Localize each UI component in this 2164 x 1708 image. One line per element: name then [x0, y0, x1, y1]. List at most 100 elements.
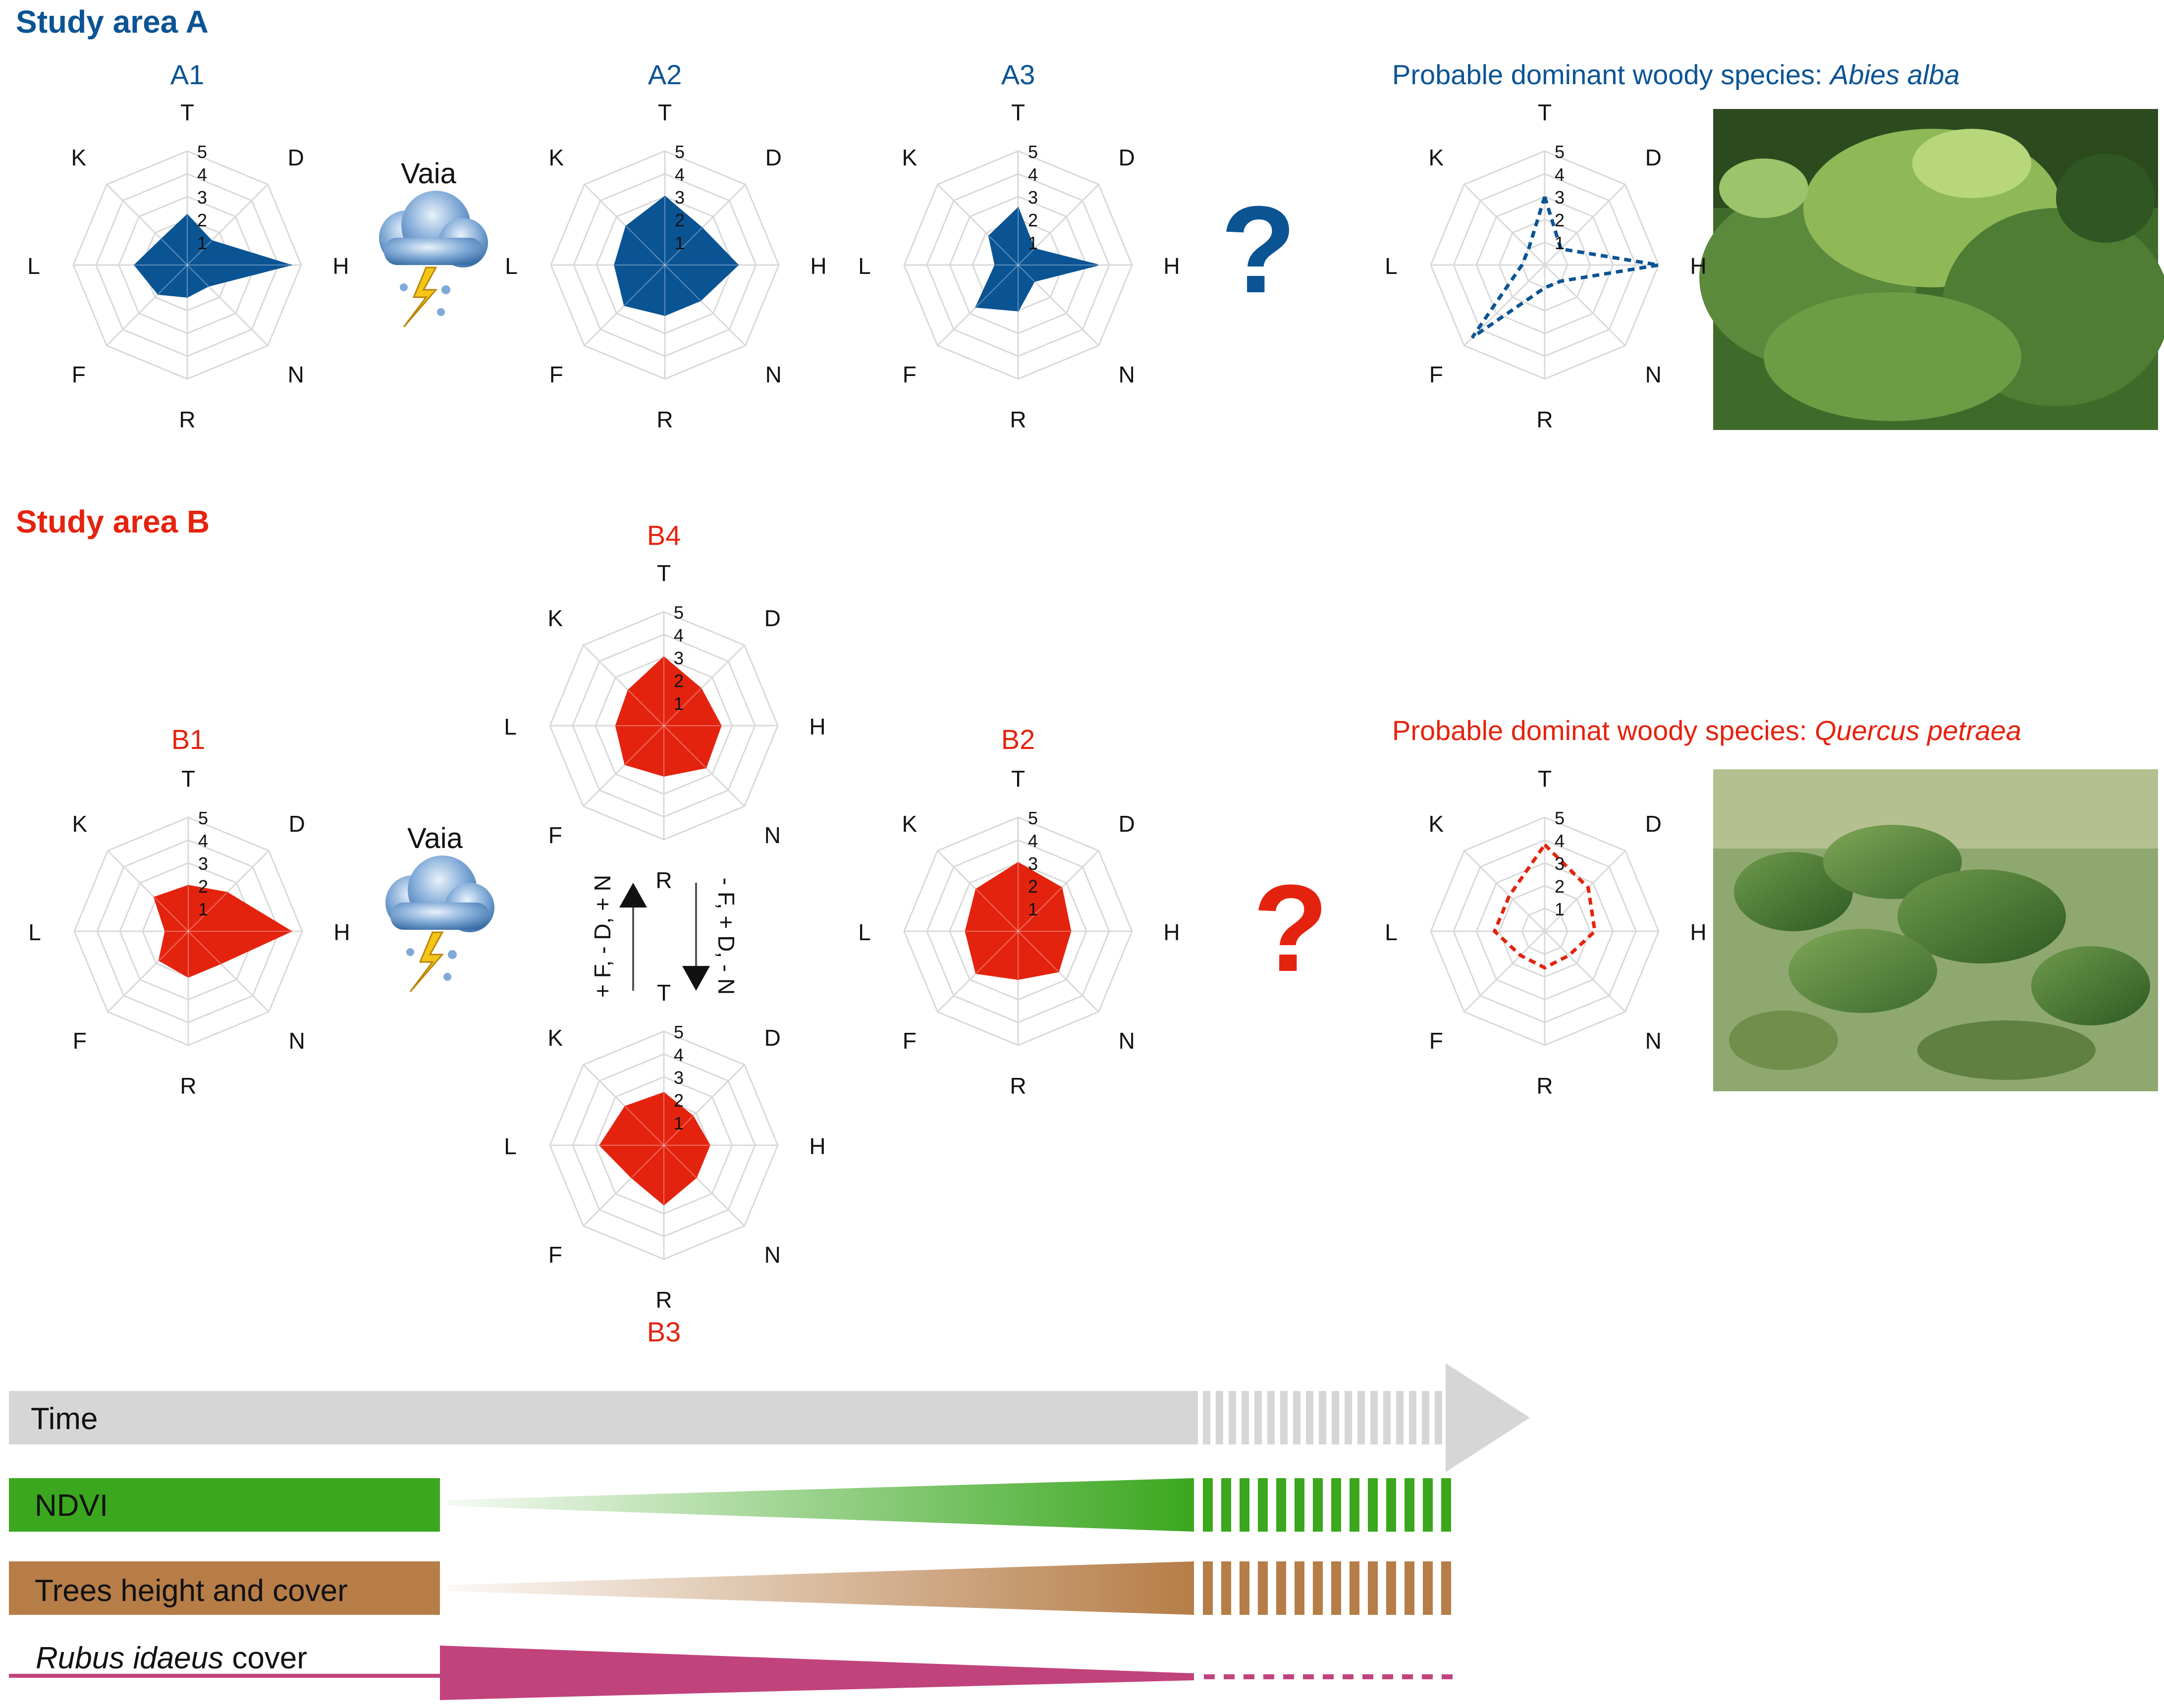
radar-spoke: [1544, 850, 1626, 932]
radar-scale-tick: 2: [1028, 210, 1038, 230]
ndvi-bar: [9, 1478, 440, 1532]
ndvi-stripe: [1331, 1478, 1341, 1532]
radar-axis-label: R: [1536, 1073, 1553, 1099]
radar-axis-label: D: [1645, 811, 1662, 837]
chart-label-a2: A2: [648, 59, 682, 90]
trend-rubus: Rubus idaeus cover: [9, 1641, 1454, 1700]
radar-axis-label: K: [1428, 811, 1444, 837]
radar-spoke: [1463, 184, 1546, 266]
time-arrowhead: [1446, 1363, 1530, 1472]
trees-wedge: [448, 1561, 1194, 1615]
radar-axis-label: L: [27, 253, 40, 279]
radar-scale-tick: 4: [1028, 164, 1038, 185]
radar-scale-tick: 5: [1555, 808, 1565, 828]
radar-scale-tick: 5: [675, 142, 685, 162]
chart-label-a1: A1: [170, 59, 205, 90]
radar-scale-tick: 4: [1555, 164, 1565, 185]
radar-series: [153, 885, 293, 978]
question-mark-b: ?: [1253, 859, 1329, 997]
radar-scale-tick: 4: [1555, 831, 1565, 851]
radar-scale-tick: 5: [674, 1022, 684, 1042]
radar-series: [1492, 842, 1597, 970]
chart-label-b2: B2: [1001, 724, 1035, 755]
radar-axis-label: R: [1010, 1073, 1026, 1099]
arrow-up-icon: [619, 883, 647, 907]
ndvi-wedge: [448, 1478, 1194, 1532]
radar-axis-label: F: [903, 362, 917, 387]
radar-series-spoke: [158, 265, 188, 295]
radar-axis-label: H: [809, 1133, 825, 1159]
rubus-label: Rubus idaeus cover: [36, 1641, 307, 1675]
transition-down-label: - F, + D, - N: [713, 878, 739, 995]
storm-icon-b: Vaia: [385, 822, 494, 992]
radar-series-spoke: [625, 725, 664, 765]
radar-scale-tick: 2: [674, 1090, 684, 1111]
time-stripe: [1357, 1391, 1365, 1444]
chart-label-b4: B4: [647, 520, 681, 551]
radar-series: [615, 656, 722, 777]
photo-quercus-petraea: [1713, 769, 2158, 1091]
radar-scale-tick: 4: [675, 164, 685, 185]
radar-axis-label: R: [656, 407, 673, 432]
radar-series-spoke: [663, 1145, 697, 1178]
ndvi-stripe: [1313, 1478, 1323, 1532]
radar-axis-label: K: [902, 811, 917, 837]
radar-scale-tick: 4: [198, 831, 208, 851]
trees-stripe: [1295, 1561, 1304, 1615]
radar-axis-label: L: [505, 253, 518, 279]
radar-spoke: [1544, 930, 1626, 1013]
ndvi-stripes: [1203, 1478, 1451, 1532]
time-bar-stripes: [1203, 1391, 1442, 1444]
radar-scale-tick: 1: [675, 233, 685, 253]
radar-axis-label: F: [73, 1028, 87, 1054]
trees-stripe: [1221, 1561, 1231, 1615]
time-stripe: [1203, 1391, 1210, 1444]
cloud-icon: [379, 191, 488, 267]
lightning-icon: [409, 931, 444, 992]
radar-axis-label: F: [549, 362, 563, 387]
rubus-species: Rubus idaeus: [36, 1641, 223, 1675]
radar-series-spoke: [1018, 931, 1059, 972]
time-stripe: [1332, 1391, 1339, 1444]
radar-axis-label: H: [332, 253, 349, 279]
radar-series-spoke: [159, 931, 189, 961]
radar-axis-label: T: [1011, 100, 1025, 125]
time-stripe: [1396, 1391, 1404, 1444]
radar-axis-label: R: [179, 407, 195, 432]
ndvi-stripe: [1276, 1478, 1286, 1532]
radar-axis-label: L: [28, 919, 41, 945]
radar-series-spoke: [663, 688, 702, 726]
radar-axis-label: R: [1010, 407, 1026, 432]
trees-stripe: [1240, 1561, 1249, 1615]
radar-axis-label: K: [548, 145, 564, 170]
radar-series-spoke: [1018, 887, 1062, 932]
radar-series: [1470, 191, 1659, 339]
raindrop-icon: [406, 948, 414, 956]
ndvi-stripe: [1350, 1478, 1359, 1532]
radar-axis-label: F: [72, 362, 86, 387]
radar-scale-tick: 3: [198, 854, 208, 874]
radar-scale-tick: 2: [675, 210, 685, 230]
cloud-icon: [385, 855, 494, 932]
radar-axis-label: T: [658, 100, 672, 125]
time-stripe: [1267, 1391, 1275, 1444]
radar-axis-label: D: [1645, 145, 1662, 170]
radar-scale-tick: 3: [1028, 854, 1038, 874]
trees-stripe: [1203, 1561, 1213, 1615]
radar-axis-label: R: [1536, 407, 1553, 432]
target-title-b-prefix: Probable dominat woody species:: [1392, 715, 1815, 746]
photo-abies-alba: [1699, 109, 2164, 430]
radar-scale-tick: 1: [1028, 233, 1038, 253]
transition-arrows: + F, - D, + N - F, + D, - N: [590, 875, 739, 998]
radar-series-spoke: [1018, 248, 1035, 266]
radar-spoke: [1544, 184, 1626, 266]
radar-axis-label: K: [72, 811, 87, 837]
radar-axis-label: L: [504, 714, 517, 740]
time-stripe: [1216, 1391, 1223, 1444]
radar-scale-tick: 2: [674, 671, 684, 691]
radar-scale-tick: 5: [1028, 808, 1038, 828]
radar-axis-label: N: [764, 822, 781, 848]
